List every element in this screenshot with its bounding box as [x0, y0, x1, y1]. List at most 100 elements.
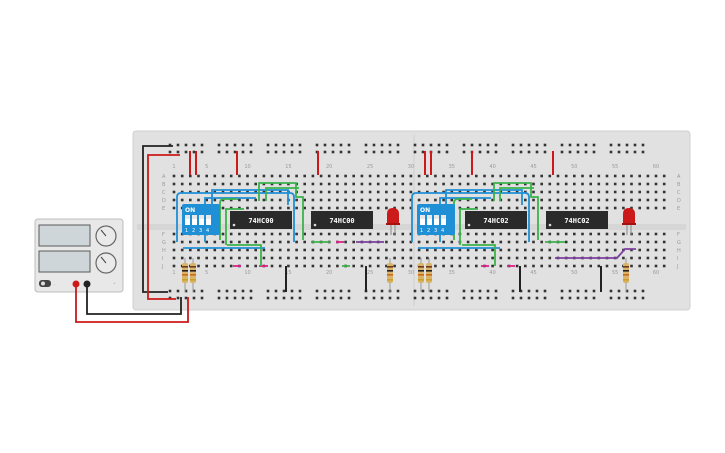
resistor[interactable]: [426, 258, 432, 292]
breadboard-hole[interactable]: [638, 198, 641, 202]
breadboard-hole[interactable]: [646, 198, 650, 202]
breadboard-hole[interactable]: [385, 256, 388, 260]
breadboard-hole[interactable]: [172, 198, 176, 202]
breadboard-hole[interactable]: [630, 256, 633, 260]
breadboard-hole[interactable]: [376, 248, 380, 252]
breadboard-hole[interactable]: [393, 182, 396, 186]
breadboard-hole[interactable]: [319, 232, 323, 236]
breadboard-hole[interactable]: [568, 289, 572, 293]
breadboard-hole[interactable]: [287, 256, 290, 260]
breadboard-hole[interactable]: [323, 150, 327, 154]
breadboard-hole[interactable]: [401, 264, 405, 268]
breadboard-hole[interactable]: [654, 240, 658, 244]
breadboard-hole[interactable]: [229, 190, 233, 194]
breadboard-hole[interactable]: [192, 150, 196, 154]
breadboard-hole[interactable]: [172, 206, 176, 210]
breadboard-hole[interactable]: [409, 198, 413, 202]
breadboard-hole[interactable]: [475, 198, 478, 202]
breadboard-hole[interactable]: [270, 264, 274, 268]
breadboard-hole[interactable]: [221, 182, 225, 186]
breadboard-hole[interactable]: [429, 289, 433, 293]
breadboard-hole[interactable]: [417, 190, 421, 194]
breadboard-hole[interactable]: [417, 182, 421, 186]
breadboard-hole[interactable]: [548, 198, 552, 202]
breadboard-hole[interactable]: [393, 240, 396, 244]
breadboard-hole[interactable]: [347, 289, 351, 293]
breadboard-hole[interactable]: [564, 190, 568, 194]
breadboard-hole[interactable]: [213, 182, 217, 186]
terminal-positive[interactable]: [72, 280, 80, 288]
breadboard-hole[interactable]: [470, 143, 474, 147]
breadboard-hole[interactable]: [466, 232, 470, 236]
breadboard-hole[interactable]: [221, 190, 225, 194]
breadboard-hole[interactable]: [491, 240, 494, 244]
breadboard-hole[interactable]: [327, 232, 331, 236]
breadboard-hole[interactable]: [662, 190, 666, 194]
breadboard-hole[interactable]: [225, 289, 229, 293]
breadboard-hole[interactable]: [229, 248, 233, 252]
breadboard-hole[interactable]: [507, 174, 511, 178]
breadboard-hole[interactable]: [401, 190, 405, 194]
breadboard-hole[interactable]: [662, 198, 666, 202]
breadboard-hole[interactable]: [581, 264, 584, 268]
breadboard-hole[interactable]: [287, 182, 290, 186]
breadboard-hole[interactable]: [646, 264, 650, 268]
breadboard-hole[interactable]: [462, 143, 466, 147]
breadboard-hole[interactable]: [344, 240, 347, 244]
breadboard-hole[interactable]: [532, 206, 535, 210]
breadboard-hole[interactable]: [597, 190, 601, 194]
breadboard-hole[interactable]: [442, 190, 445, 194]
breadboard-hole[interactable]: [470, 296, 474, 300]
breadboard-hole[interactable]: [662, 240, 666, 244]
breadboard-hole[interactable]: [458, 190, 462, 194]
breadboard-hole[interactable]: [238, 206, 241, 210]
breadboard-hole[interactable]: [221, 256, 225, 260]
breadboard-hole[interactable]: [581, 174, 584, 178]
breadboard-hole[interactable]: [295, 256, 298, 260]
breadboard-hole[interactable]: [262, 240, 266, 244]
breadboard-hole[interactable]: [249, 296, 253, 300]
breadboard-hole[interactable]: [654, 182, 658, 186]
breadboard-hole[interactable]: [339, 150, 343, 154]
breadboard-hole[interactable]: [401, 256, 405, 260]
breadboard-hole[interactable]: [573, 248, 576, 252]
breadboard-hole[interactable]: [564, 240, 568, 244]
breadboard-hole[interactable]: [274, 150, 278, 154]
breadboard-hole[interactable]: [197, 182, 200, 186]
breadboard-hole[interactable]: [442, 264, 445, 268]
breadboard-hole[interactable]: [311, 174, 315, 178]
breadboard-hole[interactable]: [246, 248, 249, 252]
breadboard-hole[interactable]: [511, 143, 515, 147]
breadboard-hole[interactable]: [515, 248, 519, 252]
breadboard-hole[interactable]: [515, 174, 519, 178]
breadboard-hole[interactable]: [475, 232, 478, 236]
breadboard-hole[interactable]: [376, 174, 380, 178]
breadboard-hole[interactable]: [426, 182, 429, 186]
breadboard-hole[interactable]: [319, 174, 323, 178]
breadboard-hole[interactable]: [311, 232, 315, 236]
breadboard-hole[interactable]: [475, 190, 478, 194]
breadboard-hole[interactable]: [486, 289, 490, 293]
breadboard-hole[interactable]: [605, 206, 609, 210]
breadboard-hole[interactable]: [638, 248, 641, 252]
breadboard-hole[interactable]: [434, 182, 437, 186]
breadboard-hole[interactable]: [303, 182, 306, 186]
breadboard-hole[interactable]: [475, 182, 478, 186]
breadboard-hole[interactable]: [352, 174, 355, 178]
breadboard-hole[interactable]: [225, 150, 229, 154]
breadboard-hole[interactable]: [548, 206, 552, 210]
breadboard-hole[interactable]: [540, 248, 543, 252]
breadboard-hole[interactable]: [646, 232, 650, 236]
breadboard-hole[interactable]: [573, 174, 576, 178]
breadboard-hole[interactable]: [613, 264, 617, 268]
breadboard-hole[interactable]: [515, 198, 519, 202]
breadboard-hole[interactable]: [225, 143, 229, 147]
breadboard-hole[interactable]: [662, 206, 666, 210]
breadboard-hole[interactable]: [221, 232, 225, 236]
breadboard-hole[interactable]: [229, 206, 233, 210]
breadboard-hole[interactable]: [532, 190, 535, 194]
breadboard-hole[interactable]: [630, 190, 633, 194]
breadboard-hole[interactable]: [524, 248, 527, 252]
breadboard-hole[interactable]: [576, 143, 580, 147]
